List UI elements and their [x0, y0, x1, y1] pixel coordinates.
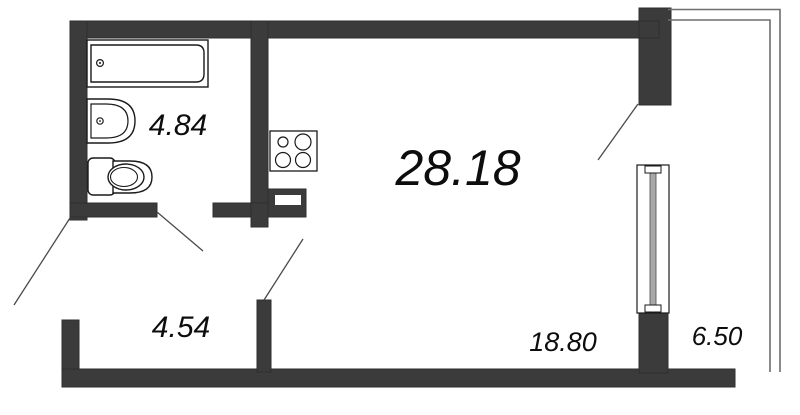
balcony-railing-group: [668, 8, 781, 372]
area-label-living-room: 28.18: [394, 140, 520, 196]
wall-hallway-partition: [256, 299, 272, 373]
area-label-balcony: 6.50: [692, 321, 743, 351]
area-label-hallway: 4.54: [152, 311, 210, 344]
leader-line-balcony-door: [597, 103, 639, 161]
leader-line-hallway-door: [156, 211, 204, 252]
stove-burner-bottom-left: [274, 151, 292, 169]
wall-bottom-main: [61, 368, 736, 388]
stove-burner-top-right: [294, 133, 312, 151]
toilet-seat-inner: [109, 166, 139, 188]
bathroom-fixtures-group: [86, 39, 209, 196]
bathtub-drain-dot: [99, 62, 101, 64]
wall-top-right-return: [638, 20, 660, 39]
wall-left-upper: [69, 20, 88, 221]
area-label-bedroom: 18.80: [529, 327, 597, 357]
leader-lines-group: [13, 103, 639, 306]
wall-top-main: [69, 20, 660, 39]
balcony-rail-inner: [668, 19, 771, 372]
balcony-door-glass: [649, 171, 657, 308]
balcony-door-window-group: [636, 164, 670, 314]
walls-group: [61, 7, 736, 388]
stove-burner-bottom-right: [294, 151, 312, 169]
balcony-door-hinge-bottom: [644, 304, 662, 313]
wall-balcony-block-bottom: [638, 310, 669, 374]
balcony-rail-outer: [668, 8, 781, 372]
area-labels-group: 4.84 28.18 4.54 18.80 6.50: [149, 109, 743, 357]
bathtub-basin: [90, 44, 205, 83]
washbasin-inner: [90, 103, 129, 139]
washbasin-drain-dot: [99, 120, 101, 122]
leader-line-bathroom-door: [13, 217, 71, 306]
wall-kitchen-stub-down: [250, 202, 269, 228]
balcony-door-hinge-top: [644, 165, 662, 174]
wall-bathroom-right: [250, 20, 269, 218]
stove-burner-small: [277, 136, 289, 148]
wall-bathroom-bottom: [69, 202, 158, 218]
kitchen-niche-opening: [275, 195, 301, 205]
area-label-bathroom: 4.84: [149, 109, 207, 142]
stove-group: [269, 130, 318, 172]
leader-line-room-door: [263, 238, 304, 301]
